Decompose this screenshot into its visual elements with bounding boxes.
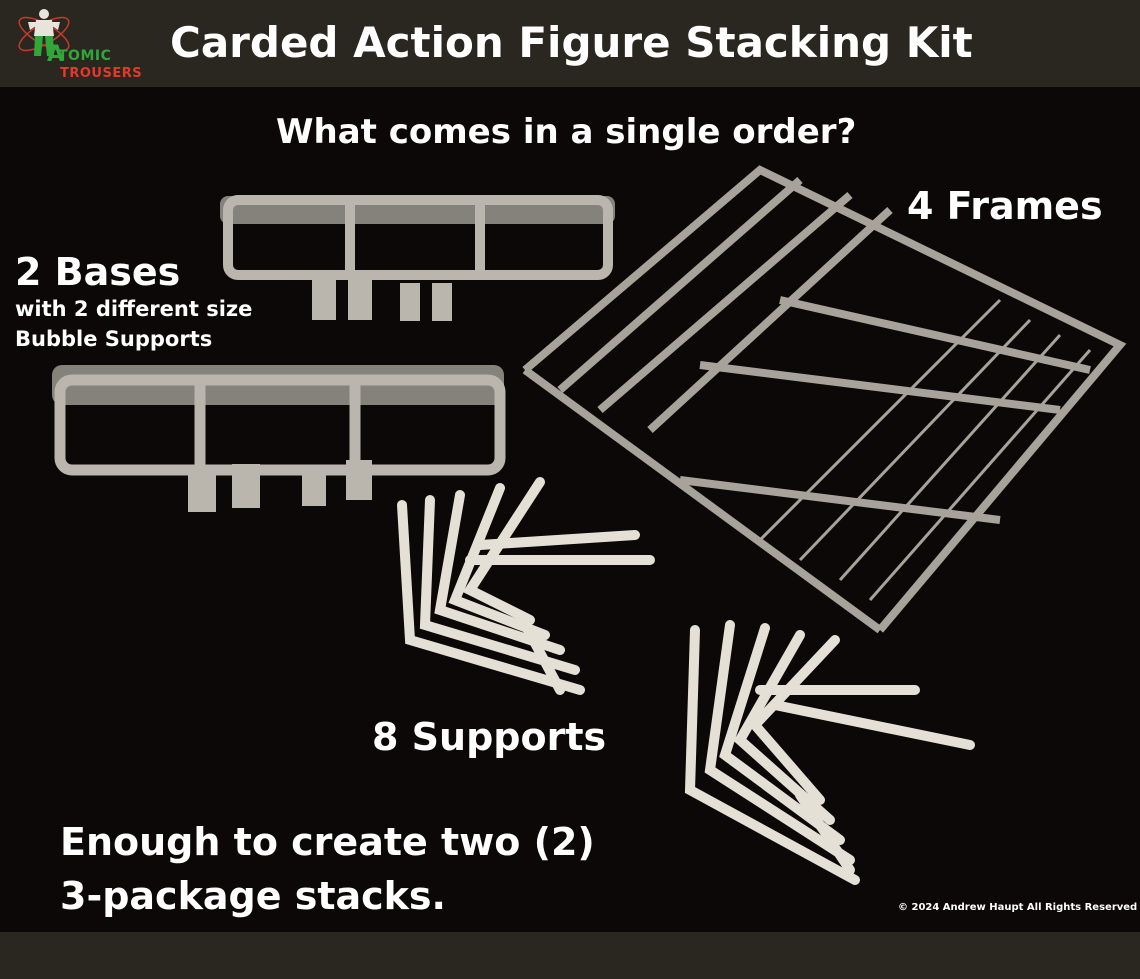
logo-line1: TOMIC bbox=[58, 48, 112, 64]
base-part-small bbox=[220, 195, 615, 321]
bases-sublabel-2: Bubble Supports bbox=[15, 327, 213, 351]
footer-band bbox=[0, 932, 1140, 979]
frames-label: 4 Frames bbox=[907, 184, 1103, 228]
atomic-trousers-logo: A TOMIC TROUSERS bbox=[14, 4, 144, 82]
base-part-large bbox=[52, 365, 506, 512]
copyright-notice: © 2024 Andrew Haupt All Rights Reserved bbox=[898, 902, 1138, 913]
subtitle: What comes in a single order? bbox=[276, 112, 857, 152]
supports-label: 8 Supports bbox=[372, 715, 607, 759]
summary-line-2: 3-package stacks. bbox=[60, 874, 446, 918]
frame-parts bbox=[522, 165, 1127, 634]
bases-sublabel-1: with 2 different size bbox=[15, 297, 253, 321]
page-title: Carded Action Figure Stacking Kit bbox=[170, 18, 973, 67]
atom-figure-icon bbox=[18, 9, 70, 56]
support-parts-group-1 bbox=[397, 477, 655, 695]
logo-letter: A bbox=[47, 42, 65, 67]
support-parts-group-2 bbox=[684, 620, 975, 885]
logo-line2: TROUSERS bbox=[60, 66, 143, 81]
summary-line-1: Enough to create two (2) bbox=[60, 820, 595, 864]
bases-label: 2 Bases bbox=[15, 250, 181, 294]
header-band: A TOMIC TROUSERS Carded Action Figure St… bbox=[0, 0, 1140, 87]
